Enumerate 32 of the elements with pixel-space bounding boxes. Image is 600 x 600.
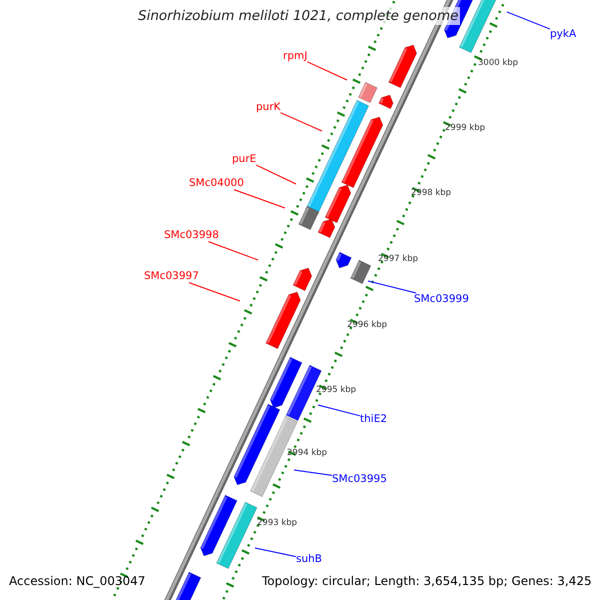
scale-label: 2999 kbp xyxy=(445,123,486,134)
leader-line xyxy=(280,112,322,132)
gene-label: thiE2 xyxy=(360,413,388,426)
leader-line xyxy=(294,470,332,476)
leader-line xyxy=(256,164,296,184)
gene-label: purE xyxy=(232,153,256,166)
gene-label: purK xyxy=(256,101,281,114)
scale-label: 3000 kbp xyxy=(478,58,518,68)
scale-label: 2995 kbp xyxy=(316,385,356,396)
leader-line xyxy=(368,280,417,294)
scale-label: 2993 kbp xyxy=(257,518,298,528)
gene-label: pykA xyxy=(550,28,576,41)
leader-line xyxy=(506,12,550,30)
leader-line xyxy=(233,189,286,208)
leader-line xyxy=(188,282,240,302)
leader-line xyxy=(306,61,348,80)
leader-line xyxy=(254,548,296,558)
gene-label: SMc03998 xyxy=(164,229,219,242)
gene-label: SMc03999 xyxy=(414,293,469,306)
gene-label: SMc03995 xyxy=(332,473,387,486)
gene-label: SMc03997 xyxy=(144,270,199,283)
gene-label: suhB xyxy=(296,553,322,566)
scale-label: 2998 kbp xyxy=(411,188,452,198)
info-text: Topology: circular; Length: 3,654,135 bp; Genes: 3,425 xyxy=(262,574,592,588)
title: Sinorhizobium meliloti 1021, complete genome xyxy=(136,7,460,25)
leader-line xyxy=(208,241,258,260)
gene-label: SMc04000 xyxy=(189,177,244,190)
leader-line xyxy=(318,404,360,416)
scale-label: 2996 kbp xyxy=(347,320,388,330)
info-text: Accession: NC_003047 xyxy=(9,574,146,588)
scale-label: 2997 kbp xyxy=(378,254,418,264)
gene-label: rpmJ xyxy=(283,50,308,63)
